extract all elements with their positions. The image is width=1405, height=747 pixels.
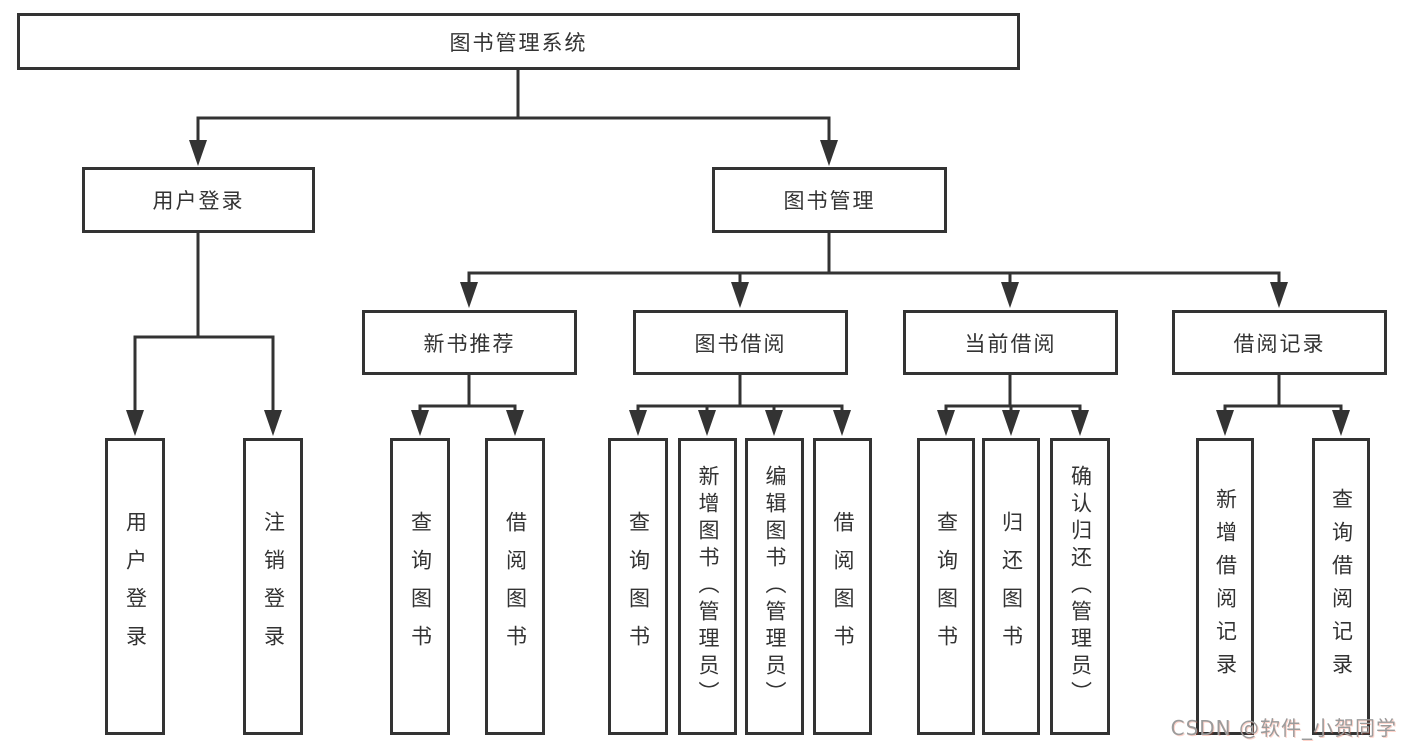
node-current-borrow-label: 当前借阅 [964,331,1057,356]
leaf-current-query-book: 查询图书 [917,438,975,735]
node-root-label: 图书管理系统 [449,30,588,55]
leaf-borrow-borrow-book-label: 借阅图书 [831,510,855,663]
leaf-borrow-borrow-book: 借阅图书 [813,438,872,735]
leaf-borrow-edit-book-admin: 编辑图书（管理员） [745,438,804,735]
node-book-borrow: 图书借阅 [633,310,848,375]
leaf-borrow-edit-book-admin-label: 编辑图书（管理员） [763,465,787,708]
leaf-logout: 注销登录 [243,438,303,735]
node-borrow-records: 借阅记录 [1172,310,1387,375]
node-book-management: 图书管理 [712,167,947,233]
leaf-current-return-book: 归还图书 [982,438,1040,735]
leaf-borrow-add-book-admin-label: 新增图书（管理员） [696,465,720,708]
leaf-recommend-borrow-book: 借阅图书 [485,438,545,735]
arrowhead-icons [126,140,1350,436]
leaf-recommend-borrow-book-label: 借阅图书 [503,510,528,663]
node-book-borrow-label: 图书借阅 [694,331,787,356]
leaf-user-login-label: 用户登录 [123,510,148,663]
csdn-watermark: CSDN @软件_小贺同学 [1170,716,1397,740]
node-new-book-recommend: 新书推荐 [362,310,577,375]
node-borrow-records-label: 借阅记录 [1233,331,1326,356]
leaf-records-add-record-label: 新增借阅记录 [1213,487,1238,686]
leaf-records-query-record-label: 查询借阅记录 [1329,487,1354,686]
node-root-library-management-system: 图书管理系统 [17,13,1020,70]
leaf-current-confirm-return-admin: 确认归还（管理员） [1050,438,1110,735]
node-current-borrow: 当前借阅 [903,310,1118,375]
leaf-recommend-query-book: 查询图书 [390,438,450,735]
leaf-current-query-book-label: 查询图书 [934,510,959,663]
leaf-recommend-query-book-label: 查询图书 [408,510,433,663]
leaf-logout-label: 注销登录 [261,510,286,663]
node-user-login: 用户登录 [82,167,315,233]
node-user-login-label: 用户登录 [152,189,245,213]
leaf-current-confirm-return-admin-label: 确认归还（管理员） [1068,465,1093,708]
leaf-borrow-query-book: 查询图书 [608,438,668,735]
leaf-records-query-record: 查询借阅记录 [1312,438,1370,735]
node-new-book-recommend-label: 新书推荐 [423,331,516,356]
leaf-records-add-record: 新增借阅记录 [1196,438,1254,735]
leaf-borrow-query-book-label: 查询图书 [626,510,651,663]
node-book-management-label: 图书管理 [783,189,876,213]
leaf-current-return-book-label: 归还图书 [999,510,1024,663]
leaf-user-login: 用户登录 [105,438,165,735]
leaf-borrow-add-book-admin: 新增图书（管理员） [678,438,737,735]
